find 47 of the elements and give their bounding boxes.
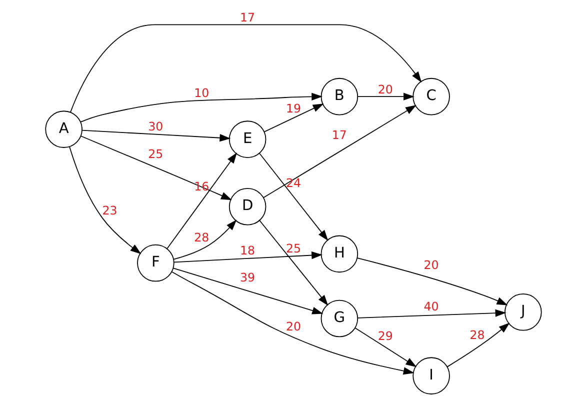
edge-label: 30 bbox=[148, 120, 164, 134]
node-circle: A bbox=[45, 110, 82, 148]
edge-label: 18 bbox=[240, 243, 256, 258]
edge-label: 20 bbox=[286, 320, 302, 334]
edge-label: 29 bbox=[378, 328, 393, 343]
node-circle: B bbox=[320, 78, 358, 116]
edge-label: 20 bbox=[424, 258, 439, 272]
edge-label: 19 bbox=[286, 101, 302, 116]
arrow bbox=[354, 328, 417, 368]
arrow bbox=[264, 104, 324, 132]
node-circle: H bbox=[320, 235, 358, 273]
edge-label: 25 bbox=[148, 146, 164, 161]
arrow bbox=[69, 146, 142, 254]
arrow bbox=[357, 309, 506, 318]
node-circle: E bbox=[228, 120, 266, 158]
edge-label: 17 bbox=[332, 128, 347, 142]
edge-label: 25 bbox=[286, 241, 302, 256]
edge-label: 28 bbox=[194, 230, 210, 245]
node-circle: I bbox=[412, 357, 450, 394]
arrow bbox=[171, 271, 414, 375]
edge-label: 28 bbox=[470, 328, 485, 342]
arrow bbox=[166, 152, 238, 250]
arrow bbox=[259, 152, 328, 241]
arrow bbox=[173, 220, 237, 260]
edge-label: 24 bbox=[286, 176, 302, 190]
arrow bbox=[357, 258, 508, 306]
node-circle: J bbox=[504, 294, 542, 331]
arrow bbox=[172, 268, 324, 314]
node-circle: D bbox=[228, 188, 266, 226]
arrow bbox=[82, 130, 231, 142]
arrow bbox=[446, 322, 510, 368]
edge-label: 39 bbox=[240, 270, 256, 285]
edge-label: 40 bbox=[424, 300, 439, 314]
arrow bbox=[263, 105, 416, 198]
edge-label: 17 bbox=[240, 10, 256, 24]
node-circle: C bbox=[412, 78, 450, 116]
node-circle: F bbox=[137, 244, 174, 282]
arrow bbox=[259, 220, 328, 306]
arrow bbox=[80, 136, 232, 200]
edge-label: 23 bbox=[102, 203, 118, 218]
edge-label: 10 bbox=[194, 86, 210, 100]
arrow bbox=[174, 251, 323, 263]
edge-label: 20 bbox=[378, 82, 393, 96]
node-circle: G bbox=[320, 300, 358, 338]
arrow bbox=[80, 92, 323, 122]
arrow bbox=[70, 24, 422, 113]
arrow bbox=[357, 92, 414, 100]
